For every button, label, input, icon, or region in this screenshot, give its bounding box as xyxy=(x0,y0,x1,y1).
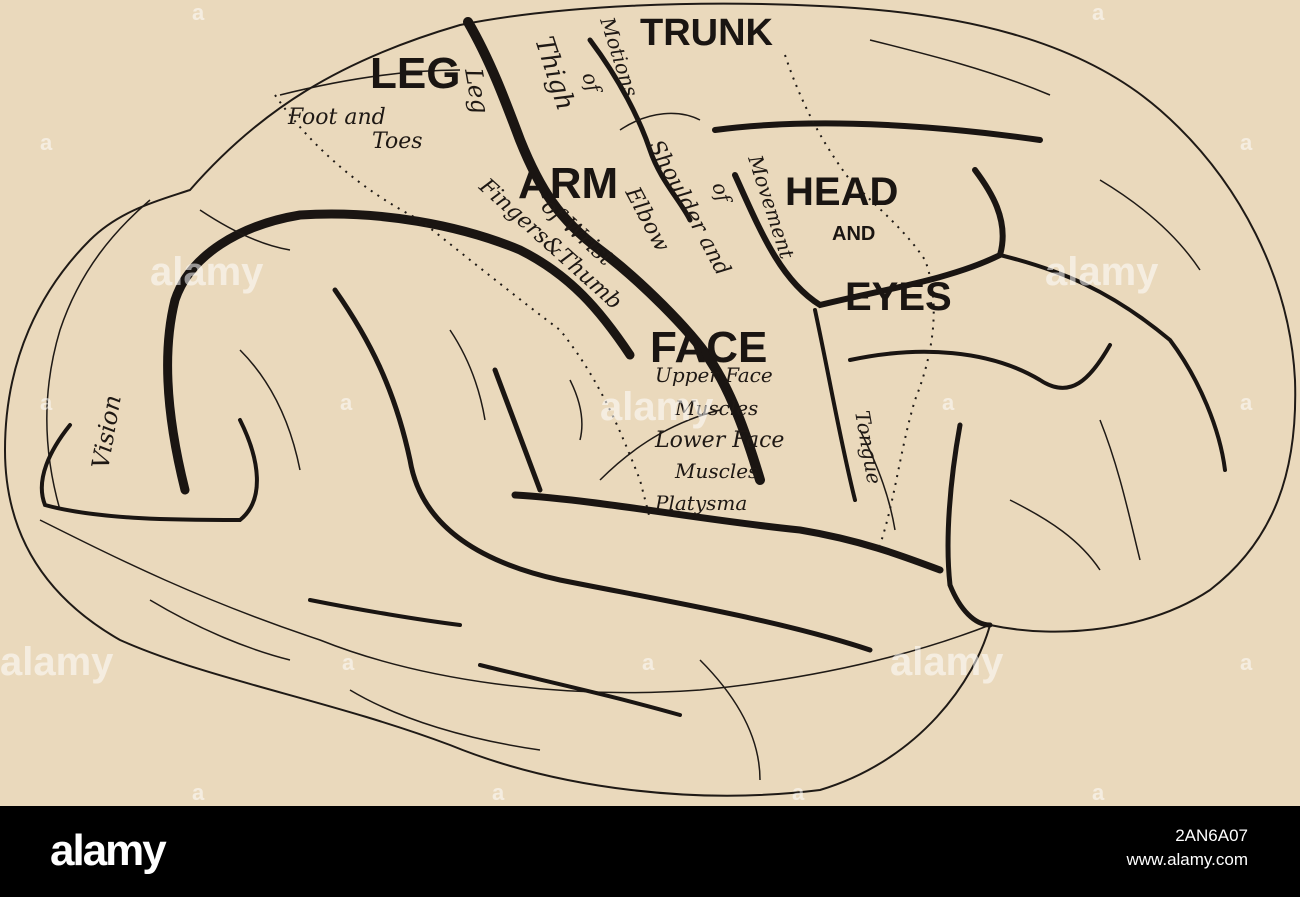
watermark-text: alamy xyxy=(600,385,714,429)
alamy-logo[interactable]: alamy xyxy=(50,826,167,875)
label-vision: Vision xyxy=(86,393,127,471)
label-tongue: Tongue xyxy=(850,409,887,486)
watermark-mark: a xyxy=(340,390,353,415)
watermark-mark: a xyxy=(1092,0,1105,25)
brain-outline xyxy=(3,2,1297,797)
watermark-text: alamy xyxy=(890,640,1004,684)
brain-illustration: LEG TRUNK ARM HEAD AND EYES FACE Leg Foo… xyxy=(0,0,1297,805)
watermark-text: alamy xyxy=(1045,250,1159,294)
watermark-mark: a xyxy=(1240,650,1253,675)
sylvian-fissure xyxy=(511,491,944,574)
label-of-2: of xyxy=(707,179,737,208)
label-face: FACE xyxy=(650,323,767,372)
watermark-mark: a xyxy=(1240,130,1253,155)
watermark-mark: a xyxy=(40,130,53,155)
watermark-mark: a xyxy=(642,650,655,675)
label-head: HEAD xyxy=(785,170,898,214)
label-muscles-1: Muscles xyxy=(674,396,758,420)
label-upper-face: Upper Face xyxy=(655,363,773,387)
occipital-sulcus xyxy=(39,418,259,523)
watermark-mark: a xyxy=(342,650,355,675)
footer-info: 2AN6A07 www.alamy.com xyxy=(1126,824,1248,872)
label-lower-face: Lower Face xyxy=(654,428,784,453)
label-toes: Toes xyxy=(372,129,423,154)
precentral-sulcus xyxy=(587,37,693,223)
watermark-mark: a xyxy=(792,780,805,805)
watermark-text: alamy xyxy=(150,250,264,294)
occipital-boundary xyxy=(46,199,151,511)
label-eyes: EYES xyxy=(845,275,952,319)
watermark-mark: a xyxy=(1240,390,1253,415)
label-elbow: Elbow xyxy=(619,182,674,256)
orbital-sulcus xyxy=(945,422,993,628)
label-platysma: Platysma xyxy=(654,491,747,515)
watermark: alamy alamy alamy alamy alamy a a a a a … xyxy=(0,0,1253,805)
label-leg: LEG xyxy=(370,49,460,98)
watermark-mark: a xyxy=(492,780,505,805)
label-and: AND xyxy=(832,223,875,245)
label-foot-and: Foot and xyxy=(287,105,386,130)
frontal-branch-right xyxy=(998,253,1227,472)
temporal-sulcus-bottom xyxy=(478,663,682,717)
brain-diagram-svg: LEG TRUNK ARM HEAD AND EYES FACE Leg Foo… xyxy=(0,0,1297,805)
temporal-boundary xyxy=(39,519,991,694)
temporal-sulcus-lower xyxy=(308,598,462,627)
footer-bar: alamy 2AN6A07 www.alamy.com xyxy=(0,806,1300,897)
watermark-mark: a xyxy=(40,390,53,415)
watermark-text: alamy xyxy=(0,640,114,684)
secondary-gyri xyxy=(149,39,1201,781)
postcentral-fissure xyxy=(492,367,543,493)
frontal-sulcus-middle xyxy=(732,167,1006,309)
frontal-sulcus-upper xyxy=(712,120,1043,143)
label-shoulder-and: Shoulder and xyxy=(643,136,735,280)
label-trunk: TRUNK xyxy=(640,12,774,54)
watermark-mark: a xyxy=(192,780,205,805)
watermark-mark: a xyxy=(942,390,955,415)
central-sulcus xyxy=(463,17,765,485)
intraparietal-sulcus xyxy=(163,209,635,495)
site-url[interactable]: www.alamy.com xyxy=(1126,850,1248,869)
inferior-frontal xyxy=(848,343,1112,390)
label-thigh: Thigh xyxy=(528,33,580,114)
image-id: 2AN6A07 xyxy=(1175,826,1248,845)
region-boundaries xyxy=(274,54,935,546)
frontal-sulcus-lower xyxy=(813,308,857,502)
superior-temporal-sulcus xyxy=(332,287,873,653)
label-of-1: of xyxy=(577,69,607,98)
watermark-mark: a xyxy=(1092,780,1105,805)
label-muscles-2: Muscles xyxy=(674,459,758,483)
watermark-mark: a xyxy=(192,0,205,25)
label-arm: ARM xyxy=(518,159,618,208)
